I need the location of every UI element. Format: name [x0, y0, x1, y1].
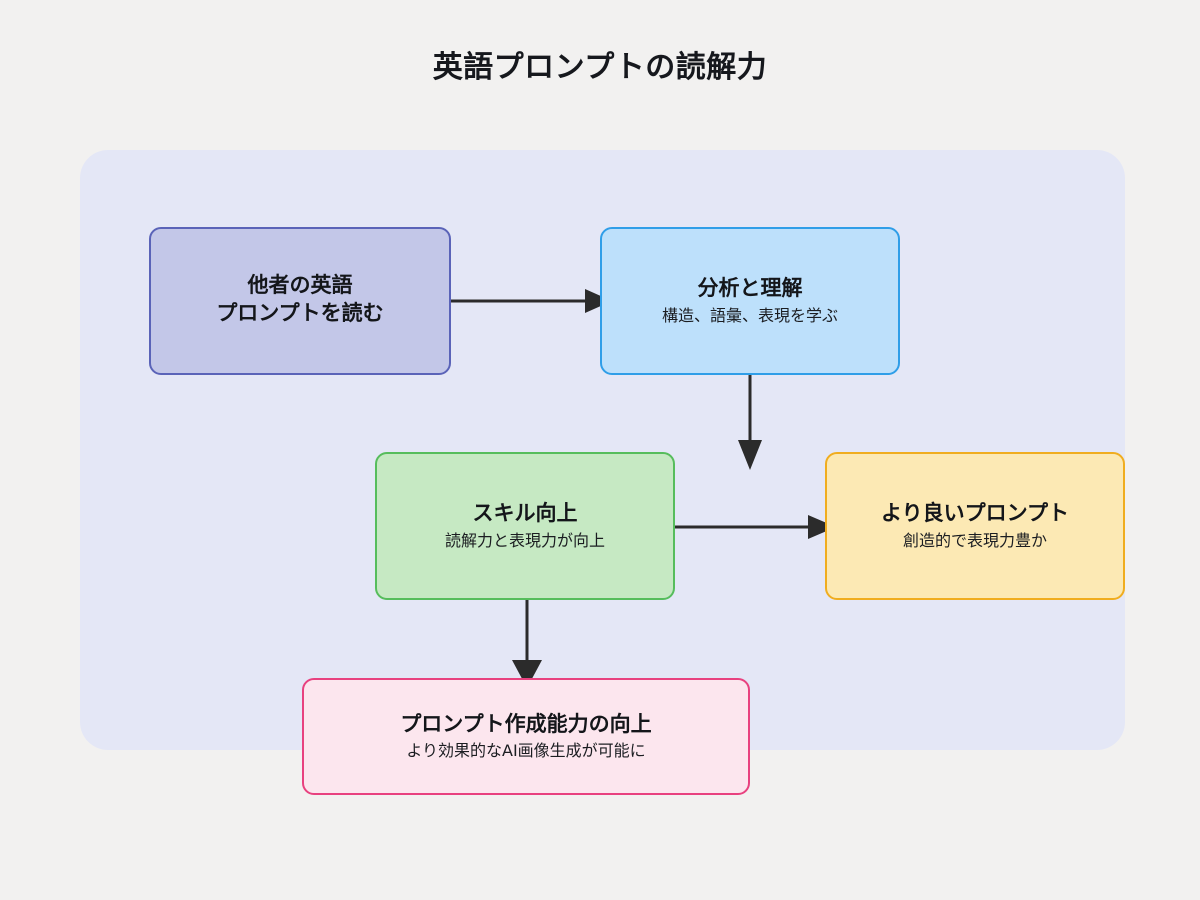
node-title: 分析と理解 [697, 276, 803, 301]
node-analyze-understand[interactable]: 分析と理解 構造、語彙、表現を学ぶ [600, 227, 900, 375]
arrow-skill-to-outcome [512, 600, 542, 688]
node-skill-improvement[interactable]: スキル向上 読解力と表現力が向上 [375, 452, 675, 600]
arrow-analyze-to-better [738, 375, 762, 470]
node-better-prompts[interactable]: より良いプロンプト 創造的で表現力豊か [825, 452, 1125, 600]
arrow-skill-to-better [675, 515, 836, 539]
node-title: プロンプト作成能力の向上 [400, 711, 652, 736]
node-subtitle: より効果的なAI画像生成が可能に [406, 741, 646, 761]
page-title: 英語プロンプトの読解力 [432, 50, 768, 85]
node-prompt-creation-ability[interactable]: プロンプト作成能力の向上 より効果的なAI画像生成が可能に [302, 678, 750, 795]
arrow-read-to-analyze [451, 289, 612, 313]
node-subtitle: 読解力と表現力が向上 [444, 530, 605, 550]
node-title: より良いプロンプト [881, 501, 1069, 526]
node-subtitle: 構造、語彙、表現を学ぶ [661, 305, 838, 325]
node-subtitle: 創造的で表現力豊か [902, 530, 1047, 550]
node-title: 他者の英語 プロンプトを読む [216, 273, 384, 325]
node-title: スキル向上 [472, 501, 578, 526]
node-read-others-prompts[interactable]: 他者の英語 プロンプトを読む [149, 227, 451, 375]
